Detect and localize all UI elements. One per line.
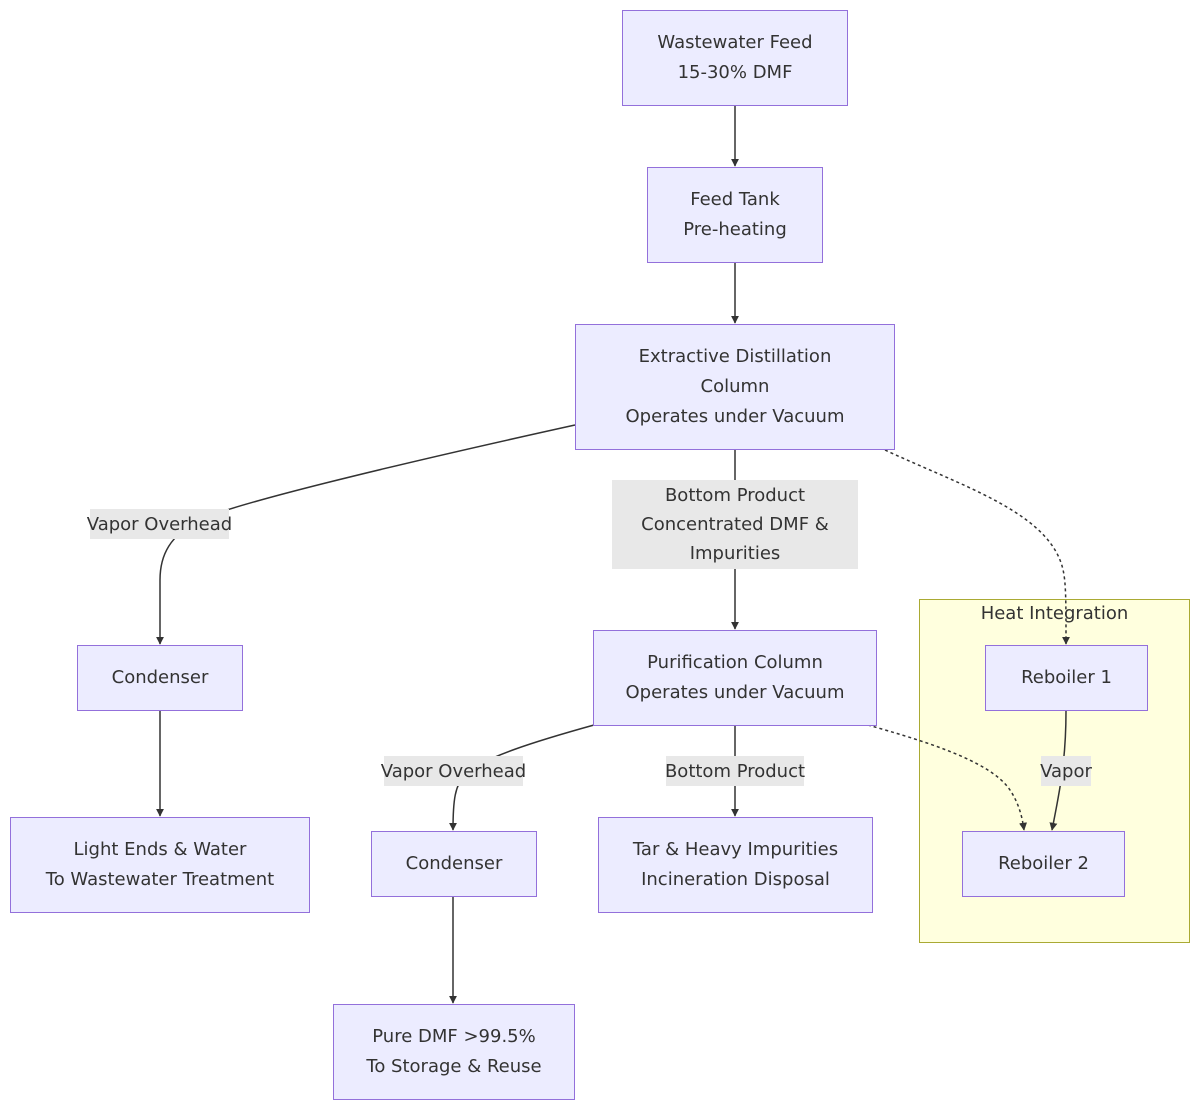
- node-line: Operates under Vacuum: [625, 406, 845, 427]
- node-line: Condenser: [405, 853, 503, 874]
- node-line: Column: [700, 376, 770, 397]
- node-line: Condenser: [111, 667, 209, 688]
- cluster-title: Heat Integration: [980, 603, 1129, 624]
- edge-label-vapor-overhead-1: Vapor Overhead: [86, 509, 233, 539]
- edge-label-line: Vapor: [1040, 760, 1092, 782]
- edge-column-to-reboiler-1: [884, 449, 1070, 645]
- node-extractive-distillation-column: Extractive Distillation Column Operates …: [575, 324, 895, 450]
- edge-label-vapor-overhead-2: Vapor Overhead: [380, 756, 527, 786]
- node-wastewater-feed: Wastewater Feed 15-30% DMF: [622, 10, 848, 106]
- node-reboiler-1: Reboiler 1: [985, 645, 1148, 711]
- node-line: Extractive Distillation: [638, 346, 832, 367]
- edge-label-vapor: Vapor: [1040, 756, 1092, 786]
- node-reboiler-2: Reboiler 2: [962, 831, 1125, 897]
- node-pure-dmf: Pure DMF >99.5% To Storage & Reuse: [333, 1004, 575, 1100]
- node-line: Reboiler 2: [998, 853, 1089, 874]
- node-tar-heavy-impurities: Tar & Heavy Impurities Incineration Disp…: [598, 817, 873, 913]
- edge-label-line: Bottom Product: [664, 485, 806, 506]
- node-feed-tank: Feed Tank Pre-heating: [647, 167, 823, 263]
- edge-label-line: Impurities: [689, 543, 781, 564]
- node-condenser-2: Condenser: [371, 831, 537, 897]
- edge-label-line: Bottom Product: [664, 760, 806, 782]
- node-line: Wastewater Feed: [657, 32, 813, 53]
- node-line: Reboiler 1: [1021, 667, 1112, 688]
- node-line: Tar & Heavy Impurities: [632, 839, 839, 860]
- node-line: To Storage & Reuse: [366, 1056, 542, 1077]
- node-line: Operates under Vacuum: [625, 682, 845, 703]
- edge-label-line: Concentrated DMF &: [641, 514, 829, 535]
- edge-label-line: Vapor Overhead: [86, 513, 233, 535]
- node-line: Pure DMF >99.5%: [372, 1026, 536, 1047]
- node-line: To Wastewater Treatment: [45, 869, 275, 890]
- edge-column-to-condenser-1: [156, 424, 576, 645]
- node-line: Feed Tank: [690, 189, 780, 210]
- edge-purification-to-reboiler-2: [867, 724, 1028, 831]
- node-line: Pre-heating: [683, 219, 787, 240]
- node-purification-column: Purification Column Operates under Vacuu…: [593, 630, 877, 726]
- node-line: Purification Column: [647, 652, 823, 673]
- edge-label-bottom-product-2: Bottom Product: [664, 756, 806, 786]
- node-line: Incineration Disposal: [641, 869, 830, 890]
- node-line: 15-30% DMF: [677, 62, 793, 83]
- node-line: Light Ends & Water: [73, 839, 247, 860]
- edge-label-bottom-product-1: Bottom Product Concentrated DMF & Impuri…: [612, 480, 858, 569]
- edge-label-line: Vapor Overhead: [380, 760, 527, 782]
- node-condenser-1: Condenser: [77, 645, 243, 711]
- node-light-ends: Light Ends & Water To Wastewater Treatme…: [10, 817, 310, 913]
